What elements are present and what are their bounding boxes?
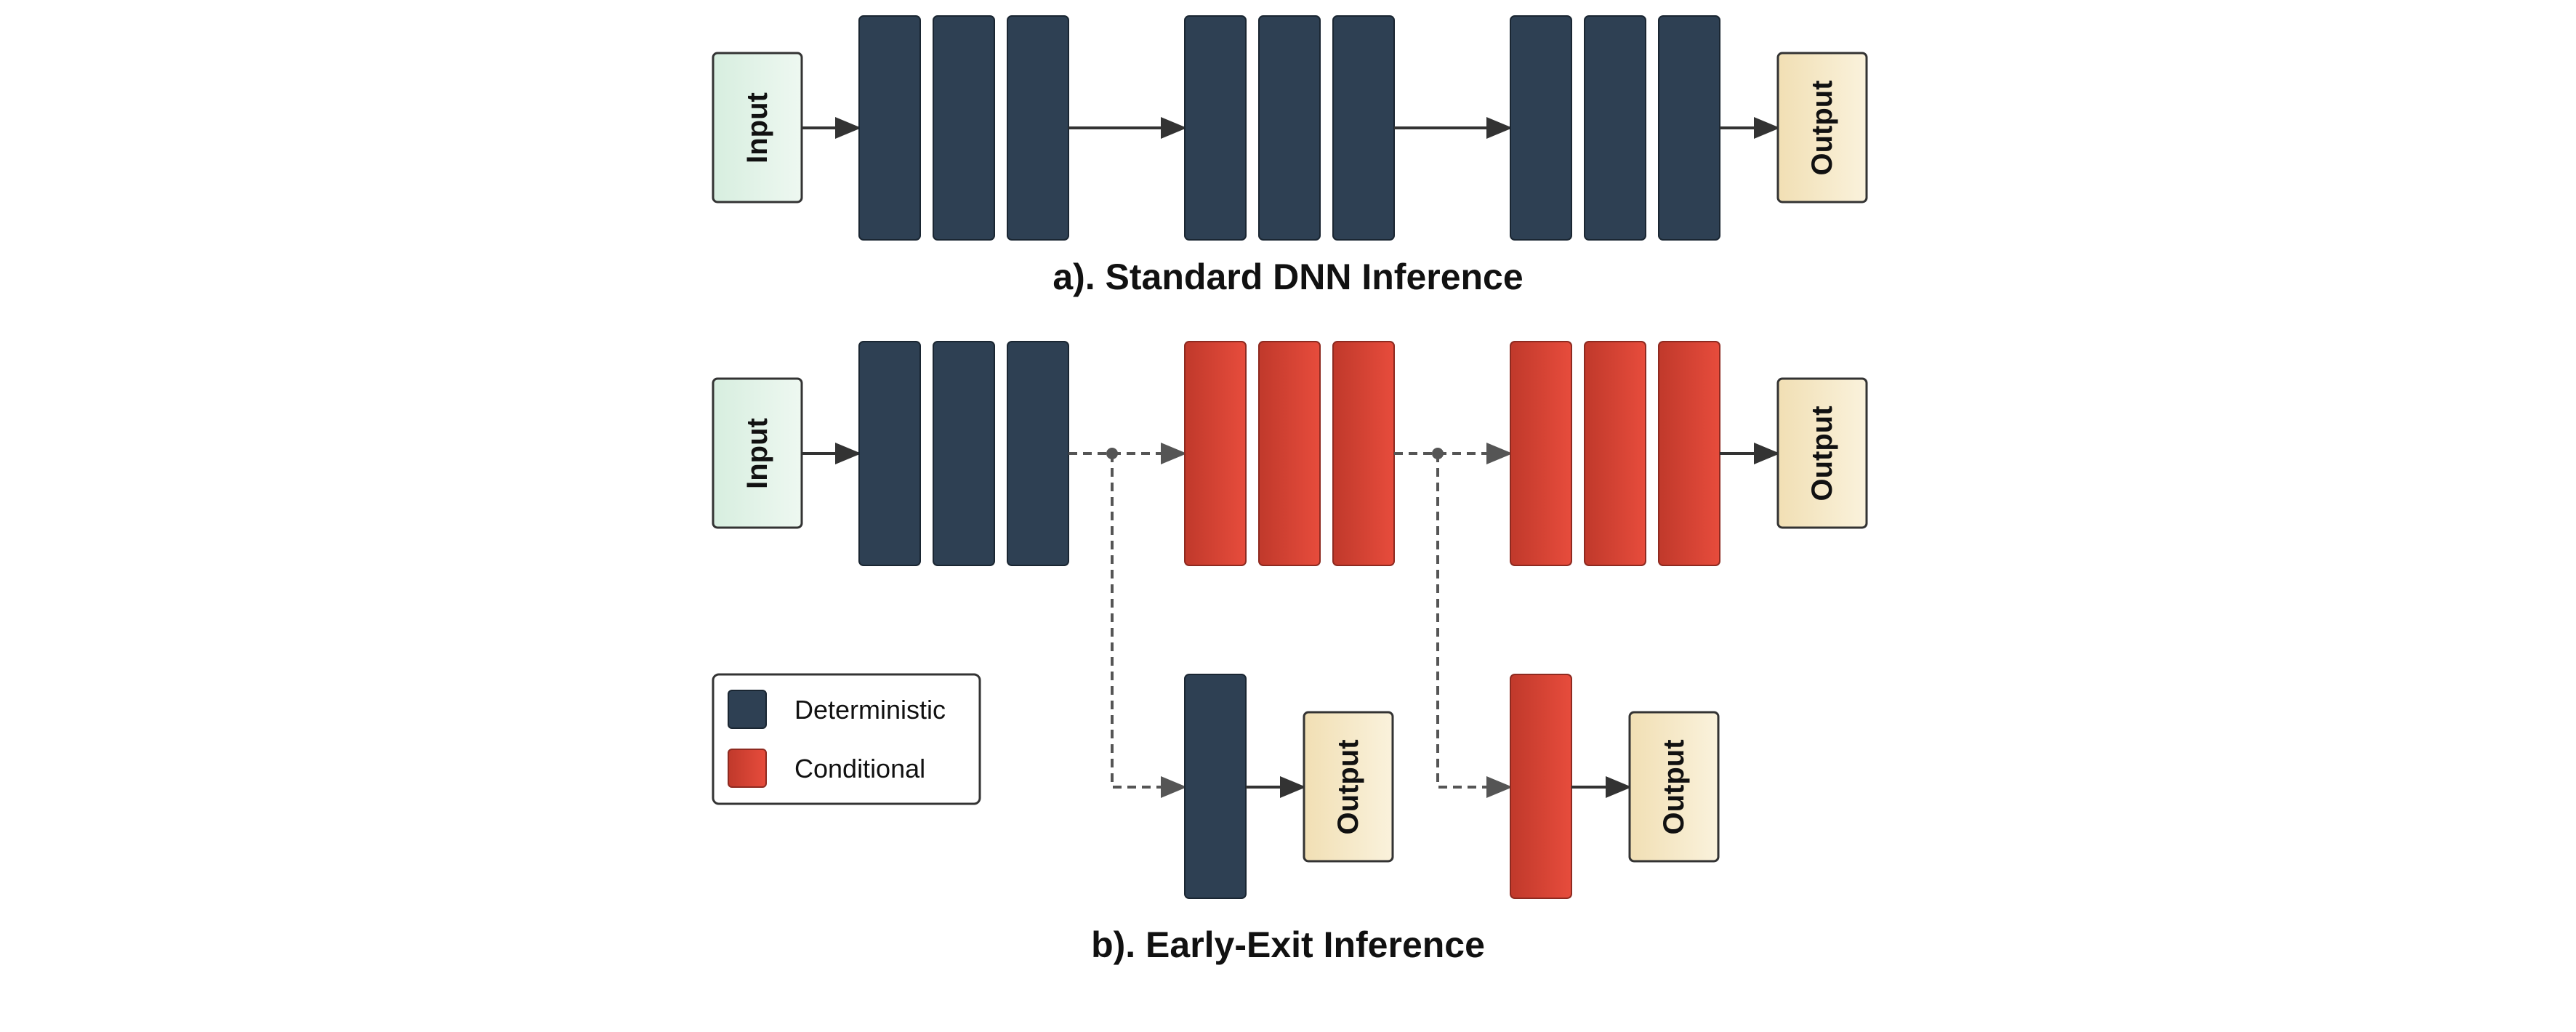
deterministic-layer xyxy=(1007,341,1069,566)
early-exit-diagram-main: Input Output Output xyxy=(712,341,1868,965)
exit-output-box: Output xyxy=(1628,711,1720,863)
dashed-exit-path xyxy=(1111,453,1187,798)
deterministic-layer xyxy=(1332,15,1395,241)
deterministic-layer xyxy=(933,341,995,566)
deterministic-layer xyxy=(1258,15,1321,241)
output-label: Output xyxy=(1332,739,1364,834)
conditional-layer xyxy=(1584,341,1646,566)
output-label: Output xyxy=(1806,406,1838,501)
output-box: Output xyxy=(1776,377,1868,529)
conditional-layer xyxy=(1258,341,1321,566)
legend-label-deterministic: Deterministic xyxy=(794,695,946,725)
exit-output-box: Output xyxy=(1303,711,1394,863)
conditional-layer xyxy=(1332,341,1395,566)
conditional-layer xyxy=(1658,341,1720,566)
legend-swatch-deterministic xyxy=(728,690,767,729)
output-label: Output xyxy=(1806,80,1838,175)
output-label: Output xyxy=(1658,739,1690,834)
legend-swatch-conditional xyxy=(728,749,767,788)
caption-early-exit: b). Early-Exit Inference xyxy=(1091,924,1485,965)
input-label: Input xyxy=(741,92,773,164)
caption-standard: a). Standard DNN Inference xyxy=(1052,257,1523,297)
deterministic-layer xyxy=(1584,15,1646,241)
input-box: Input xyxy=(712,377,803,529)
deterministic-layer xyxy=(1510,15,1572,241)
legend: Deterministic Conditional xyxy=(712,673,981,805)
input-box: Input xyxy=(712,52,803,203)
dashed-exit-path xyxy=(1436,453,1513,798)
standard-dnn-diagram: Input Output a). Standard DNN Inference xyxy=(712,15,1868,297)
output-box: Output xyxy=(1776,52,1868,203)
deterministic-layer xyxy=(1007,15,1069,241)
exit-deterministic-layer xyxy=(1184,674,1247,899)
deterministic-layer xyxy=(858,15,921,241)
deterministic-layer xyxy=(1658,15,1720,241)
conditional-layer xyxy=(1184,341,1247,566)
deterministic-layer xyxy=(1184,15,1247,241)
deterministic-layer xyxy=(858,341,921,566)
legend-label-conditional: Conditional xyxy=(794,754,925,783)
input-label: Input xyxy=(741,418,773,489)
exit-conditional-layer xyxy=(1510,674,1572,899)
conditional-layer xyxy=(1510,341,1572,566)
deterministic-layer xyxy=(933,15,995,241)
